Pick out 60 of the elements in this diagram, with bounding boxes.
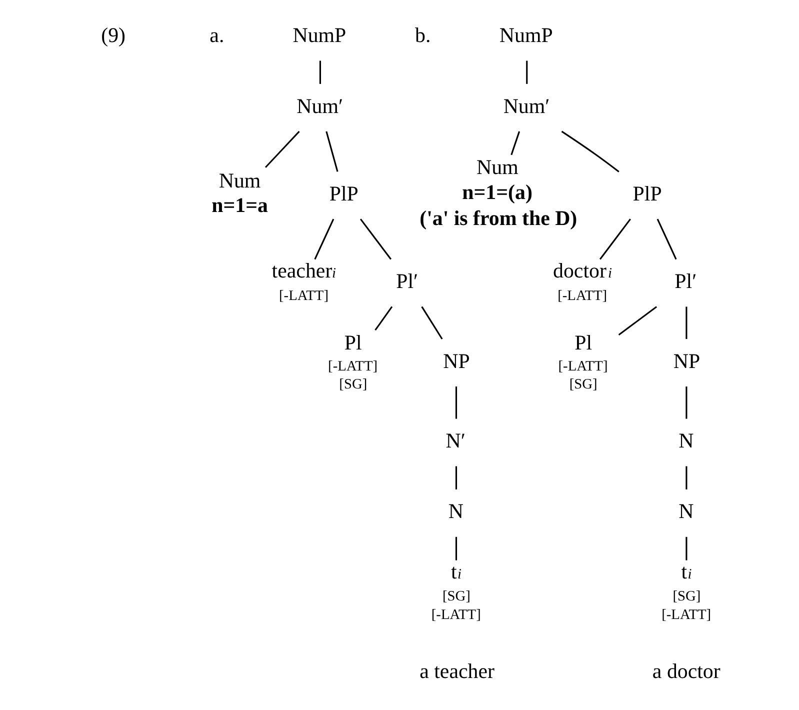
node-text: Pl′ [396, 269, 418, 294]
node-label: [SG] [338, 376, 367, 393]
connector [685, 466, 687, 490]
connector [618, 306, 657, 336]
connector [454, 466, 457, 490]
node-label: [SG] [442, 588, 470, 605]
connector [685, 306, 687, 339]
label: a. [209, 23, 224, 48]
node-text: ti [680, 559, 692, 584]
node-label: n=1=a [211, 193, 268, 218]
node-label: ('a' is from the D) [419, 206, 577, 230]
node-text: teacheri [271, 258, 336, 283]
connector [510, 131, 520, 156]
label: b. [414, 23, 430, 48]
node-text: Pl′ [674, 269, 696, 294]
connector [560, 130, 619, 172]
connector [420, 306, 442, 340]
connector [454, 536, 457, 560]
node-label: [-LATT] [430, 606, 480, 623]
node-text: Pl [344, 330, 362, 355]
node-text: N [678, 499, 694, 524]
connector [318, 60, 320, 84]
label: a doctor [652, 658, 720, 683]
connector [359, 218, 392, 260]
connector [264, 130, 300, 168]
node-text: Num [218, 168, 260, 192]
node-label: [SG] [672, 588, 700, 605]
connector [656, 218, 676, 260]
connector [325, 131, 338, 172]
node-text: N [448, 499, 464, 524]
label: a teacher [419, 658, 494, 683]
connector [314, 218, 334, 260]
connector [526, 60, 528, 84]
node-text: NP [442, 348, 470, 373]
connector [374, 306, 392, 331]
node-text: N′ [445, 428, 465, 453]
connector [685, 536, 687, 560]
node-text: PlP [328, 181, 358, 206]
label: (9) [100, 23, 126, 48]
node-text: doctori [552, 258, 612, 283]
node-label: [-LATT] [328, 358, 378, 374]
node-text: Num [476, 155, 518, 180]
node-text: N [678, 428, 694, 453]
node-text: NumP [498, 23, 552, 48]
connector [598, 218, 630, 260]
node-text: ti [450, 559, 462, 584]
connector [685, 386, 687, 419]
node-text: Pl [574, 330, 592, 355]
node-label: n=1=(a) [462, 180, 532, 204]
node-label: [-LATT] [557, 288, 607, 304]
node-text: Num′ [502, 94, 550, 118]
node-label: [-LATT] [558, 358, 608, 374]
node-label: [-LATT] [661, 606, 711, 623]
node-text: NP [672, 348, 700, 373]
node-text: Num′ [296, 94, 343, 118]
node-label: [-LATT] [278, 288, 328, 304]
node-text: NumP [292, 23, 346, 48]
connector [454, 386, 457, 419]
node-label: [SG] [568, 376, 597, 393]
node-text: PlP [632, 181, 662, 206]
